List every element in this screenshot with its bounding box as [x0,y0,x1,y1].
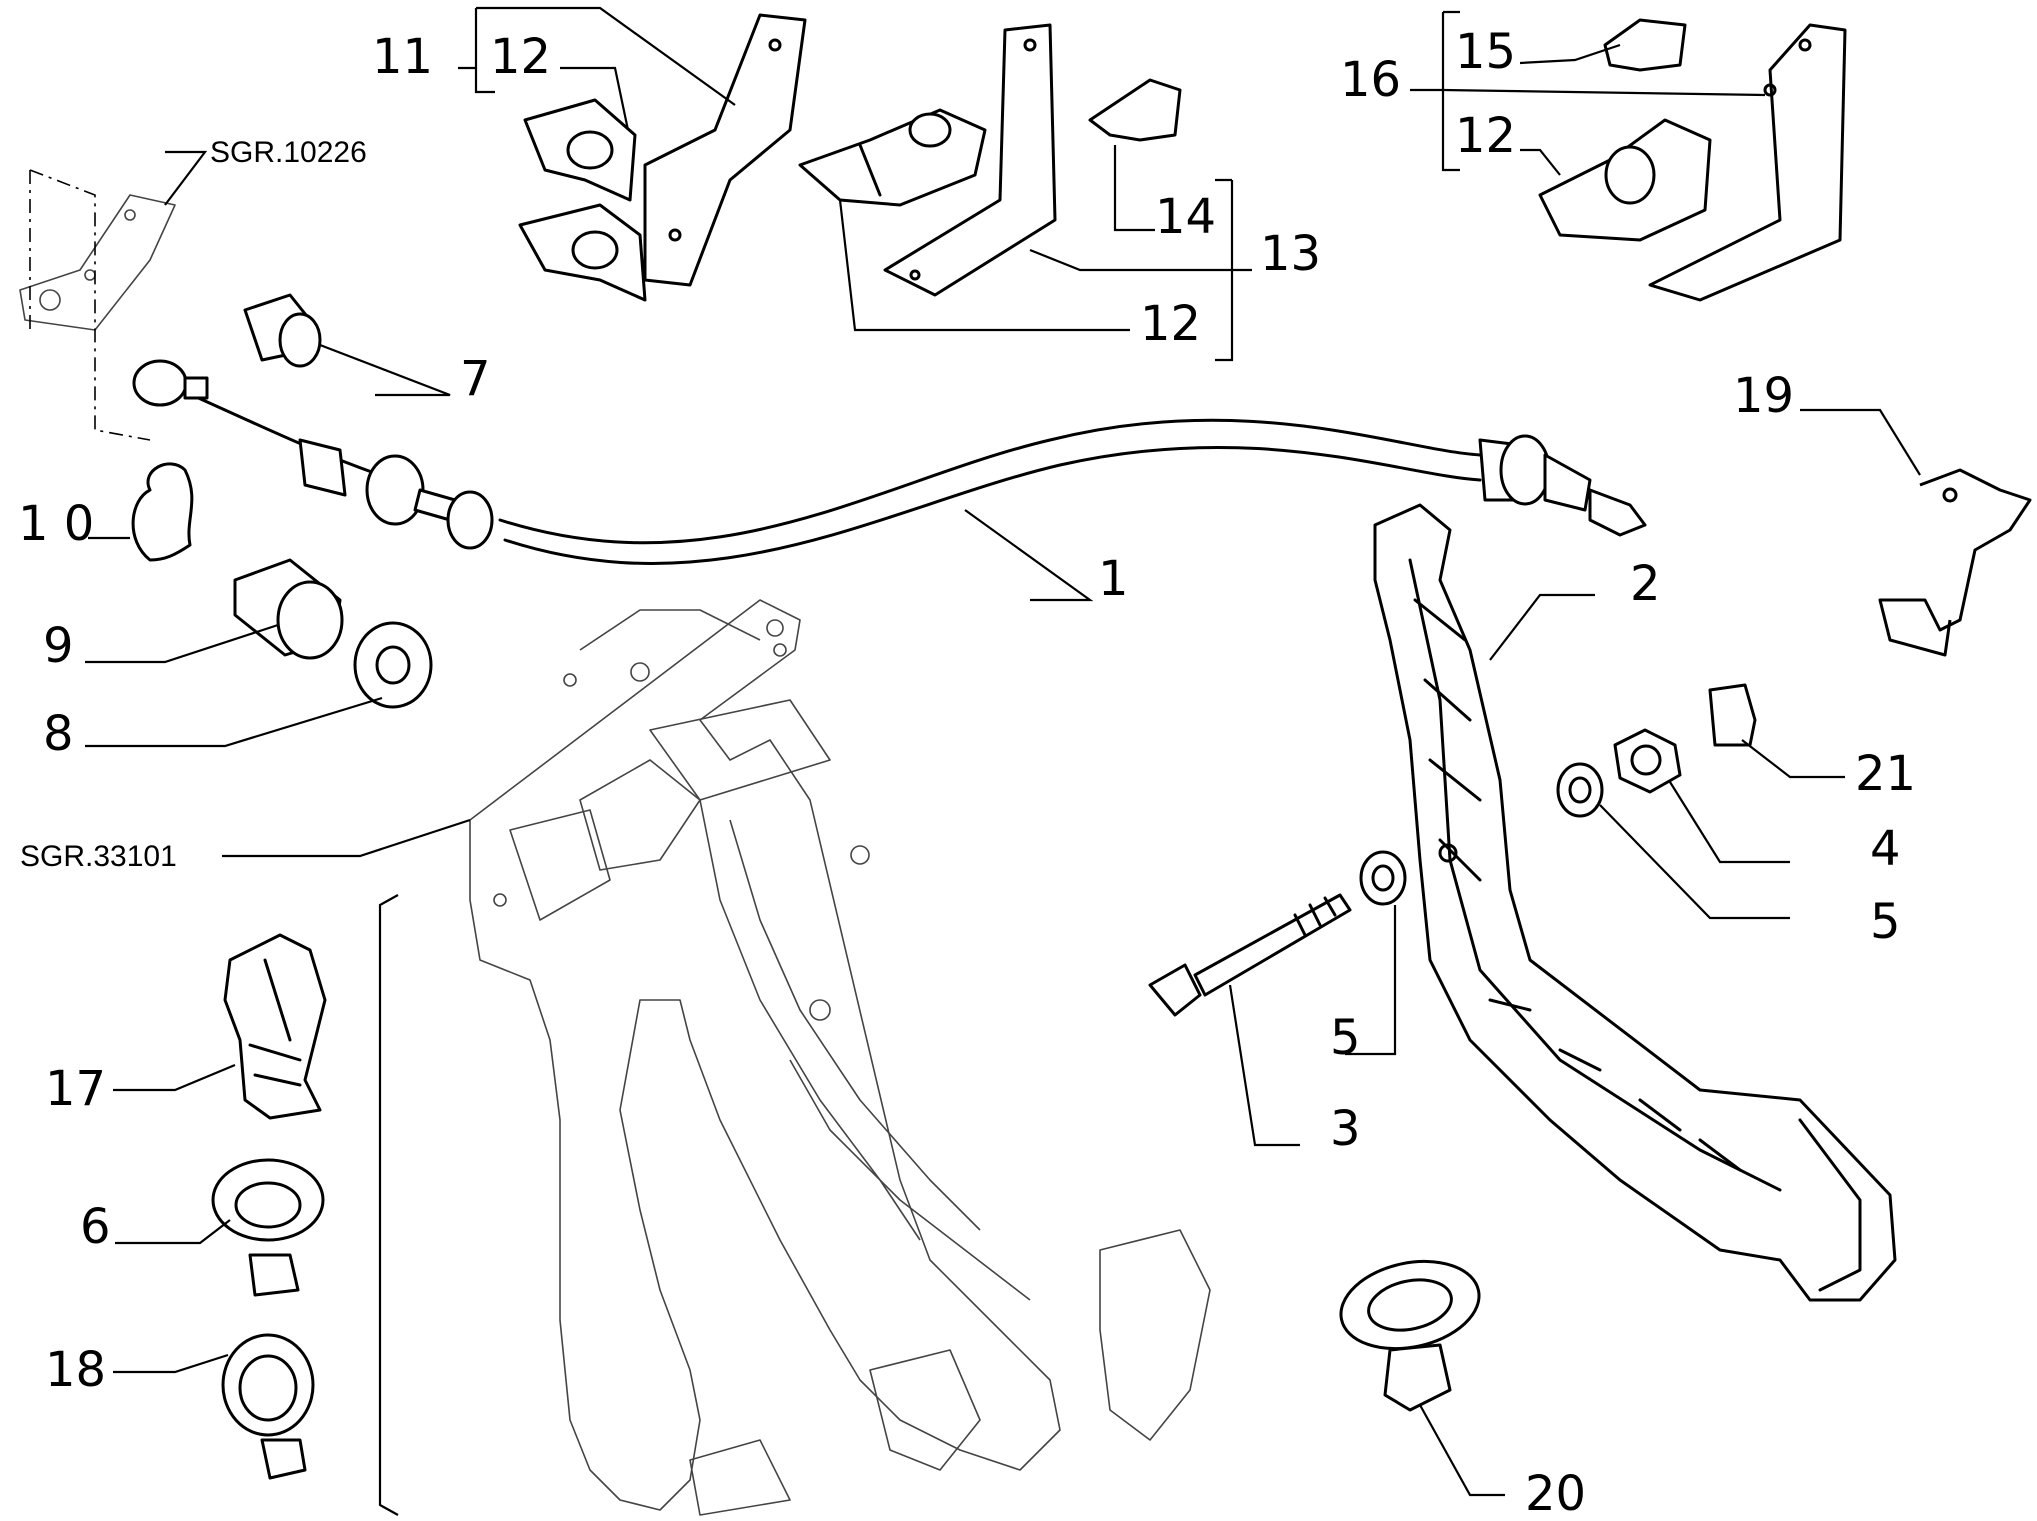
clip-20 [1339,1259,1481,1412]
clip-19 [1878,468,2032,657]
group-bracket-lines [378,6,1460,1516]
clutch-cable [132,359,1647,565]
upper-bracket-ghost [19,169,176,441]
bracket-13 [883,23,1057,297]
bracket-16 [1648,23,1847,302]
bolt-3 [1148,893,1352,1017]
bracket-11 [643,13,807,287]
label-13: 13 [1260,226,1321,282]
label-9: 9 [43,618,74,674]
reference-upper: SGR.10226 [210,136,367,169]
label-5-right: 5 [1870,894,1901,950]
label-10: 1 0 [18,496,94,552]
label-11: 11 [372,29,433,85]
label-7: 7 [460,351,491,407]
label-3: 3 [1330,1101,1361,1157]
label-12-a: 12 [490,29,551,85]
washer-5-center [1359,850,1407,906]
reference-pedal-box: SGR.33101 [20,840,177,873]
clip-21 [1708,683,1757,747]
label-14: 14 [1155,189,1216,245]
label-8: 8 [43,706,74,762]
bush-9 [233,558,344,660]
washer-8 [353,621,433,709]
leader-lines [85,6,1921,1497]
clip-6 [211,1158,325,1297]
label-18: 18 [45,1342,106,1398]
pedal-box-assembly-ghost [469,599,1211,1516]
bush-7 [243,293,322,368]
clip-15 [1603,18,1687,72]
label-20: 20 [1525,1466,1586,1521]
clip-18 [221,1333,315,1480]
label-6: 6 [80,1199,111,1255]
clip-14 [1088,78,1182,142]
label-17: 17 [45,1061,106,1117]
washer-5-right [1556,762,1604,818]
clip-12-top-left [518,98,647,302]
callout-labels: 1 2 3 4 5 5 6 7 8 9 1 0 11 12 12 12 13 1… [18,24,1916,1521]
label-21: 21 [1855,746,1916,802]
label-16: 16 [1340,52,1401,108]
spring-clip-10 [131,462,194,562]
label-5-center: 5 [1330,1010,1361,1066]
label-2: 2 [1630,556,1661,612]
clip-17 [223,933,327,1120]
clutch-pedal-2 [1373,503,1897,1302]
label-15: 15 [1455,24,1516,80]
label-1: 1 [1098,551,1129,607]
label-19: 19 [1733,368,1794,424]
label-4: 4 [1870,821,1901,877]
clip-12-right [1538,118,1712,242]
label-12-b: 12 [1140,296,1201,352]
clip-12-middle [798,108,987,207]
nut-4 [1613,728,1682,794]
label-12-c: 12 [1455,108,1516,164]
